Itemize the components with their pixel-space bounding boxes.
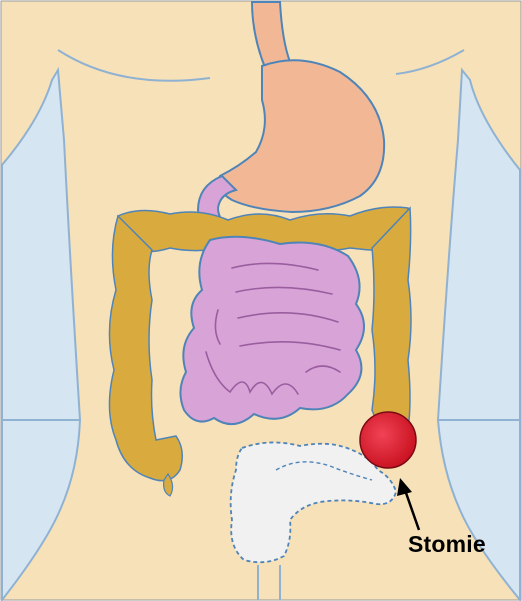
small-intestine	[180, 237, 364, 424]
stoma-marker	[360, 412, 416, 468]
stoma-label: Stomie	[408, 533, 486, 556]
descending-colon	[372, 208, 411, 430]
